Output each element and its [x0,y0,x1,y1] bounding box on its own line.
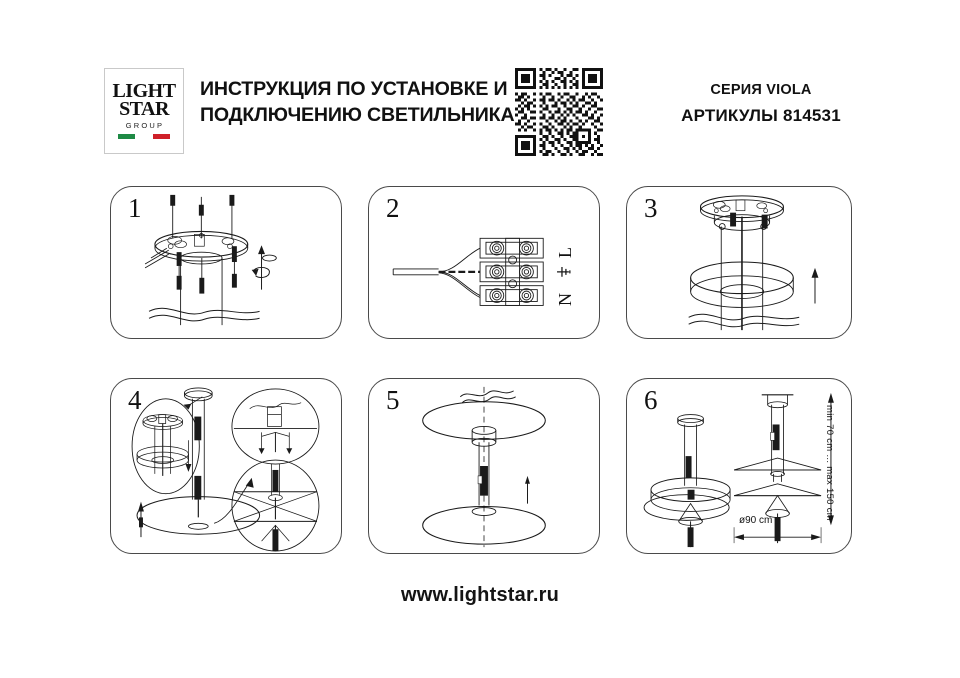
logo-line-1: LIGHT [112,80,176,102]
instruction-panel-6: 6 [626,378,852,554]
terminal-block-wiring-diagram [369,187,599,338]
logo-line-2: STAR [119,98,169,120]
instruction-panel-3: 3 [626,186,852,339]
logo-subtitle: GROUP [125,121,165,130]
instruction-panel-4: 4 [110,378,342,554]
instruction-panel-2: 2 [368,186,600,339]
page-title: ИНСТРУКЦИЯ ПО УСТАНОВКЕ И ПОДКЛЮЧЕНИЮ СВ… [200,78,515,126]
terminal-label-l: L [555,247,575,258]
italian-flag-icon [118,134,170,139]
instruction-panel-1: 1 [110,186,342,339]
terminal-label-n: N [555,293,575,306]
qr-code-icon [515,68,603,156]
height-dimension-label: min 70 cm ... max 150 cm [824,405,835,521]
series-info: СЕРИЯ VIOLA АРТИКУЛЫ 814531 [656,82,866,126]
panel-number-2: 2 [386,193,400,223]
instruction-panels-grid: 1 [110,186,852,554]
canopy-cup-slide-diagram [627,187,851,338]
diameter-dimension-label: ø90 cm [739,515,773,526]
footer-website: www.lightstar.ru [400,584,560,606]
panel-number-6: 6 [644,385,658,415]
panel-number-4: 4 [128,385,142,415]
lightstar-group-logo: LIGHT STAR GROUP [104,68,184,154]
shade-cable-adjust-diagram [111,379,341,553]
ceiling-bracket-install-diagram [111,187,341,338]
page-header: LIGHT STAR GROUP ИНСТРУКЦИЯ ПО УСТАНОВКЕ… [104,66,864,158]
panel-number-1: 1 [128,193,142,223]
final-assembly-dimensions-diagram [627,379,851,553]
series-label: СЕРИЯ VIOLA [710,82,812,98]
instruction-panel-5: 5 [368,378,600,554]
panel-number-3: 3 [644,193,658,223]
article-label: АРТИКУЛЫ 814531 [681,106,841,125]
double-disc-shade-diagram [369,379,599,553]
panel-number-5: 5 [386,385,400,415]
